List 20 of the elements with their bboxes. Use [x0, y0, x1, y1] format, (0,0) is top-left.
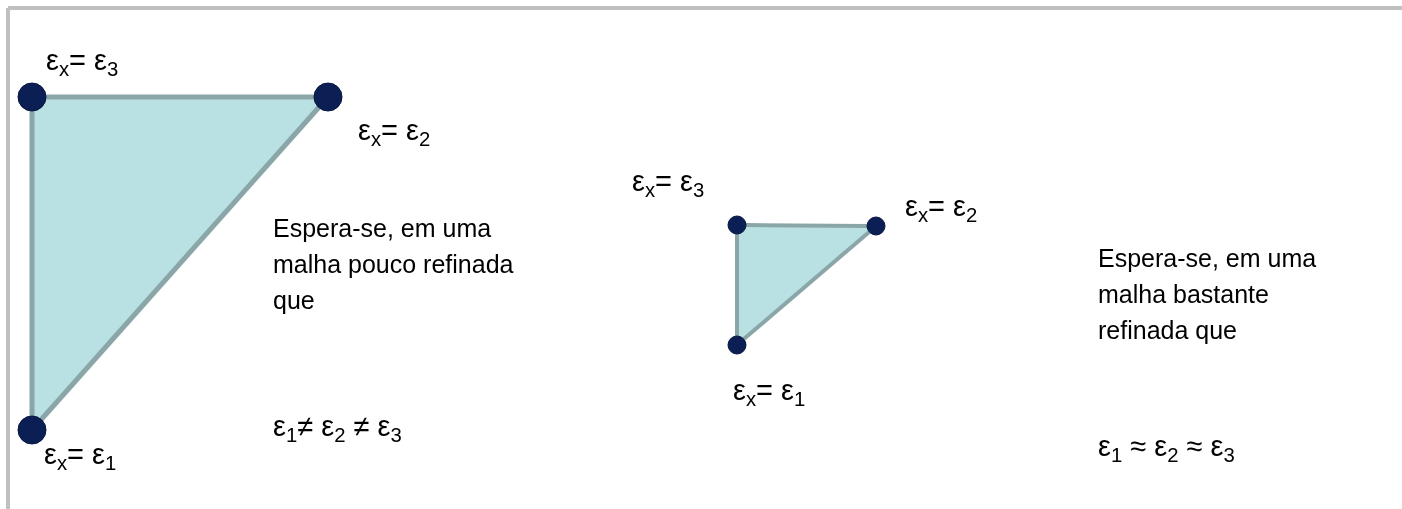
vertex-dot	[313, 82, 343, 112]
vertex-label: ε$_{x}$= ε$_{3}$	[632, 164, 705, 199]
triangle-edge	[746, 223, 867, 228]
note-text: Espera-se, em uma malha pouco refinada que	[273, 213, 515, 316]
vertex-label: ε$_{x}$= ε$_{2}$	[905, 189, 978, 224]
inequality-text: ε$_{1}$≠ ε$_{2}$ ≠ ε$_{3}$	[273, 409, 403, 444]
vertex-dot	[17, 82, 47, 112]
triangle-edge	[29, 111, 35, 416]
vertex-label: ε$_{x}$= ε$_{1}$	[44, 437, 117, 472]
vertex-dot	[727, 215, 747, 235]
vertex-label: ε$_{x}$= ε$_{3}$	[46, 43, 119, 78]
vertex-dot	[17, 415, 47, 445]
triangle-edge	[735, 234, 739, 336]
triangle-edge	[46, 94, 314, 100]
vertex-label: ε$_{x}$= ε$_{2}$	[358, 113, 431, 148]
inequality-text: ε$_{1}$ ≈ ε$_{2}$ ≈ ε$_{3}$	[1098, 429, 1236, 464]
vertex-label: ε$_{x}$= ε$_{1}$	[733, 373, 806, 408]
note-text: Espera-se, em uma malha bastante refinada que	[1098, 243, 1318, 346]
vertex-dot	[727, 335, 747, 355]
vertex-dot	[866, 216, 886, 236]
